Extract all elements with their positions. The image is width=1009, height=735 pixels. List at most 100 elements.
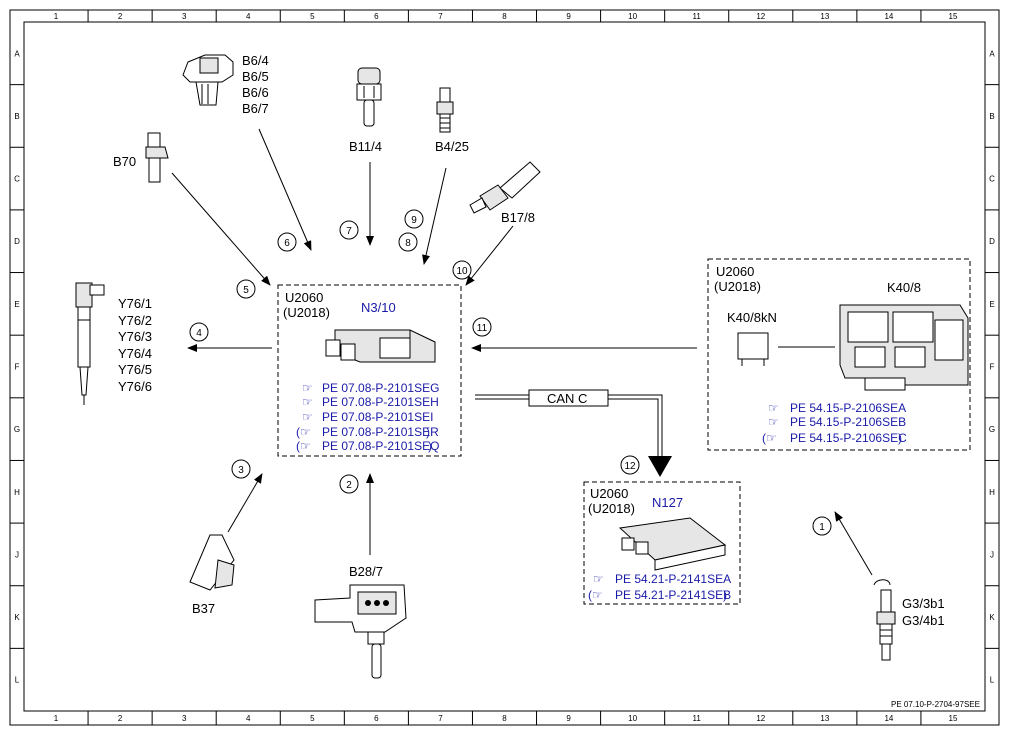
grid-col-label: 15 (949, 714, 958, 723)
grid-row-label: J (15, 550, 19, 559)
svg-text:☞: ☞ (302, 410, 313, 424)
fuse-module-icon (839, 304, 969, 391)
n127-name: N127 (652, 495, 683, 510)
grid-labels: 1122334455667788991010111112121313141415… (14, 12, 995, 723)
g3-o2-sensor-icon (873, 579, 896, 661)
ref-link[interactable]: PE 54.15-P-2106SEA (790, 401, 906, 415)
grid-row-label: A (989, 49, 995, 58)
grid-row-label: L (15, 676, 20, 685)
b6-label-4: B6/7 (242, 101, 269, 116)
svg-text:(☞: (☞ (588, 588, 603, 602)
callout-4: 4 (189, 322, 209, 342)
grid-row-label: G (14, 425, 20, 434)
grid-row-label: E (14, 300, 19, 309)
grid-row-label: E (989, 300, 994, 309)
b28-label: B28/7 (349, 564, 383, 579)
grid-row-label: F (990, 363, 995, 372)
b4-label: B4/25 (435, 139, 469, 154)
svg-text:(☞: (☞ (296, 425, 311, 439)
grid-row-label: K (989, 613, 995, 622)
grid-col-label: 6 (374, 12, 379, 21)
callout-3: 3 (231, 459, 251, 479)
k40-relay-label: K40/8kN (727, 310, 777, 325)
ref-link[interactable]: PE 54.15-P-2106SEB (790, 415, 906, 429)
ref-link[interactable]: PE 07.08-P-2101SEQ (322, 439, 439, 453)
svg-text:7: 7 (346, 226, 352, 237)
grid-col-label: 14 (884, 714, 893, 723)
svg-text:): ) (426, 425, 430, 439)
g3-label-1: G3/3b1 (902, 596, 945, 611)
callout-9: 9 (404, 209, 424, 229)
svg-text:☞: ☞ (768, 415, 779, 429)
arrow-5 (171, 172, 271, 286)
grid-col-label: 1 (54, 714, 59, 723)
svg-text:4: 4 (196, 328, 202, 339)
grid-col-label: 2 (118, 12, 123, 21)
grid-col-label: 9 (566, 714, 571, 723)
grid-row-label: H (14, 488, 20, 497)
arrow-8 (422, 167, 447, 265)
arrow-1 (834, 511, 873, 576)
grid-row-label: H (989, 488, 995, 497)
grid-col-label: 9 (566, 12, 571, 21)
ref-link[interactable]: PE 54.21-P-2141SEB (615, 588, 731, 602)
ecu-bus1: U2060 (285, 290, 323, 305)
y76-label-2: Y76/2 (118, 313, 152, 328)
ref-link[interactable]: PE 54.21-P-2141SEA (615, 572, 731, 586)
grid-col-label: 10 (628, 12, 637, 21)
grid-col-label: 8 (502, 12, 507, 21)
b37-pedal-icon (189, 534, 235, 591)
grid-col-label: 10 (628, 714, 637, 723)
grid-col-label: 5 (310, 714, 315, 723)
grid-col-label: 14 (884, 12, 893, 21)
ecu-module-icon (325, 329, 436, 363)
ref-link[interactable]: PE 07.08-P-2101SEG (322, 381, 439, 395)
ref-link[interactable]: PE 07.08-P-2101SER (322, 425, 439, 439)
svg-text:9: 9 (411, 215, 417, 226)
arrow-6 (258, 128, 312, 251)
k40-box: U2060 (U2018) K40/8 K40/8kN ☞PE 54.15-P-… (707, 258, 971, 451)
grid-row-label: G (989, 425, 995, 434)
y76-label-3: Y76/3 (118, 329, 152, 344)
callout-10: 10 (452, 260, 472, 280)
grid-col-label: 3 (182, 12, 187, 21)
grid-row-label: B (989, 112, 994, 121)
grid-row-label: A (14, 49, 20, 58)
grid-col-label: 8 (502, 714, 507, 723)
svg-text:12: 12 (624, 461, 636, 472)
grid-col-label: 1 (54, 12, 59, 21)
b37-label: B37 (192, 601, 215, 616)
b70-sensor-icon (145, 132, 169, 183)
grid-row-label: F (15, 363, 20, 372)
b17-sensor-icon (469, 161, 541, 214)
grid-col-label: 13 (820, 714, 829, 723)
y76-injector-icon (75, 282, 105, 405)
ecu-bus2: (U2018) (283, 305, 330, 320)
y76-label-6: Y76/6 (118, 379, 152, 394)
ref-link[interactable]: PE 07.08-P-2101SEI (322, 410, 433, 424)
b4-sensor-icon (436, 87, 454, 133)
k40-bus1: U2060 (716, 264, 754, 279)
ecu-refs: ☞PE 07.08-P-2101SEG ☞PE 07.08-P-2101SEH … (296, 381, 439, 453)
grid-row-label: B (14, 112, 19, 121)
grid-col-label: 5 (310, 12, 315, 21)
can-label: CAN C (547, 391, 587, 406)
n127-refs: ☞PE 54.21-P-2141SEA (☞PE 54.21-P-2141SEB… (588, 572, 731, 602)
svg-text:11: 11 (477, 323, 488, 334)
grid-col-label: 12 (756, 714, 765, 723)
svg-text:5: 5 (243, 285, 249, 296)
ecu-n3-10: U2060 (U2018) N3/10 ☞PE 07.08-P-2101SEG … (277, 284, 462, 457)
document-reference: PE 07.10-P-2704-97SEE (891, 700, 980, 709)
grid-col-label: 2 (118, 714, 123, 723)
n127-box: U2060 (U2018) N127 ☞PE 54.21-P-2141SEA (… (583, 481, 741, 605)
grid-col-label: 13 (820, 12, 829, 21)
svg-text:(☞: (☞ (296, 439, 311, 453)
ref-link[interactable]: PE 07.08-P-2101SEH (322, 395, 439, 409)
k40-refs: ☞PE 54.15-P-2106SEA ☞PE 54.15-P-2106SEB … (762, 401, 907, 445)
callout-8: 8 (398, 232, 418, 252)
grid-row-label: J (990, 550, 994, 559)
n127-module-icon (618, 517, 727, 571)
b28-sensor-icon (314, 584, 407, 679)
ref-link[interactable]: PE 54.15-P-2106SEC (790, 431, 907, 445)
